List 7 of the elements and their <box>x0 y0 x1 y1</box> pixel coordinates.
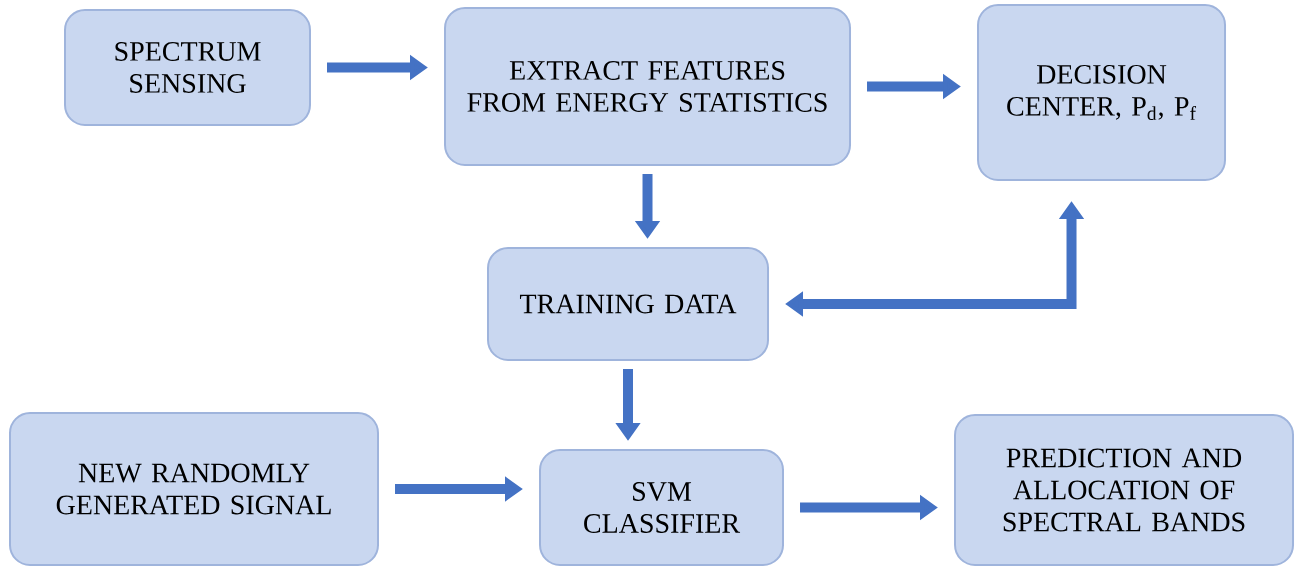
process-box: EXTRACT FEATURES FROM ENERGY STATISTICS <box>444 7 851 166</box>
process-box: DECISION CENTER, P$_{d}$, P$_{f}$ <box>977 4 1226 181</box>
process-box: PREDICTION AND ALLOCATION OF SPECTRAL BANDS <box>954 414 1295 566</box>
process-box: SPECTRUM SENSING <box>64 9 311 126</box>
process-box: SVM CLASSIFIER <box>539 449 784 566</box>
process-box: NEW RANDOMLY GENERATED SIGNAL <box>9 412 379 566</box>
process-box: TRAINING DATA <box>487 247 769 361</box>
